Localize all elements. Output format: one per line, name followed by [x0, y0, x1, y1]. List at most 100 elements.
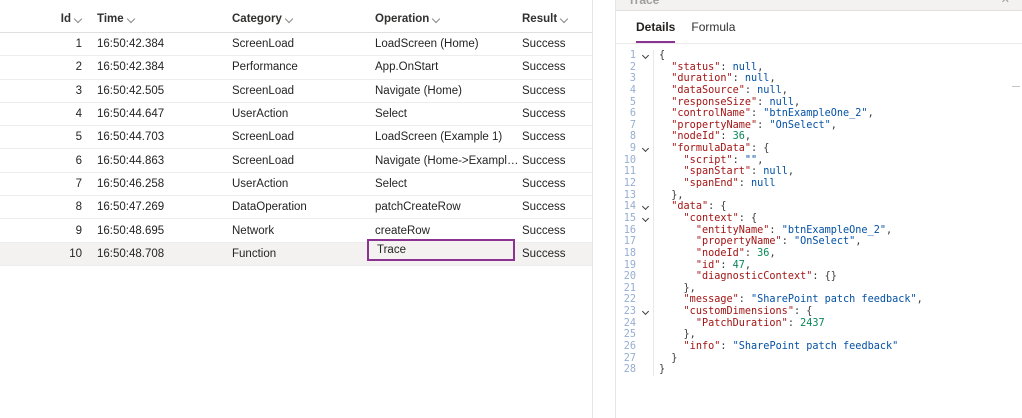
- cell-result[interactable]: Success: [522, 247, 566, 260]
- chevron-down-icon[interactable]: [128, 15, 135, 22]
- cell-id[interactable]: 7: [75, 177, 82, 190]
- cell-time[interactable]: 16:50:48.708: [97, 247, 165, 260]
- table-row[interactable]: 10 16:50:48.708 Function TraceTraceSuccess: [0, 238, 592, 266]
- json-code: "data": {: [653, 201, 1022, 213]
- cell-result[interactable]: Success: [522, 201, 566, 214]
- json-line-number: 22: [623, 294, 636, 306]
- cell-id[interactable]: 8: [75, 201, 82, 214]
- cell-result[interactable]: Success: [522, 131, 566, 144]
- cell-result[interactable]: Success: [522, 108, 566, 121]
- cell-operation[interactable]: createRow: [375, 224, 430, 237]
- table-row[interactable]: 4 16:50:44.647 UserAction Select Success: [0, 103, 592, 127]
- json-token-p: ,: [885, 224, 893, 236]
- json-token-k: "status": [671, 61, 721, 73]
- cell-id[interactable]: 5: [75, 131, 82, 144]
- cell-operation[interactable]: patchCreateRow: [375, 201, 461, 214]
- column-header-operation[interactable]: Operation: [375, 13, 522, 25]
- cell-operation[interactable]: Select: [375, 108, 407, 121]
- cell-id[interactable]: 3: [75, 84, 82, 97]
- table-row[interactable]: 3 16:50:42.505 ScreenLoad Navigate (Home) Su…: [0, 80, 592, 103]
- table-row[interactable]: 1 16:50:42.384 ScreenLoad LoadScreen (Home)…: [0, 33, 592, 57]
- cell-time[interactable]: 16:50:48.695: [97, 224, 165, 237]
- json-code: "customDimensions": {: [653, 306, 1022, 318]
- cell-id[interactable]: 1: [75, 38, 82, 51]
- cell-id[interactable]: 10: [69, 247, 82, 260]
- column-header-time[interactable]: Time: [82, 13, 232, 25]
- cell-operation[interactable]: App.OnStart: [375, 61, 439, 74]
- selected-cell-operation[interactable]: Trace: [367, 238, 515, 261]
- cell-result[interactable]: Success: [522, 154, 566, 167]
- cell-operation[interactable]: Navigate (Home): [375, 84, 462, 97]
- json-token-k: "diagnosticContext": [695, 271, 813, 283]
- chevron-down-icon[interactable]: [433, 15, 440, 22]
- cell-category[interactable]: ScreenLoad: [232, 131, 295, 144]
- chevron-down-icon[interactable]: [561, 15, 568, 22]
- cell-time[interactable]: 16:50:42.384: [97, 38, 165, 51]
- cell-result[interactable]: Success: [522, 224, 566, 237]
- close-icon[interactable]: ✕: [1000, 0, 1010, 6]
- tab-formula[interactable]: Formula: [691, 11, 735, 44]
- cell-time[interactable]: 16:50:44.703: [97, 131, 165, 144]
- cell-operation[interactable]: LoadScreen (Home): [375, 38, 479, 51]
- pane-splitter[interactable]: [593, 0, 615, 418]
- cell-time[interactable]: 16:50:42.384: [97, 61, 165, 74]
- cell-result[interactable]: Success: [522, 177, 566, 190]
- json-token-k: "dataSource": [671, 84, 745, 96]
- json-code: {: [653, 50, 1022, 62]
- cell-operation[interactable]: TraceTrace: [367, 238, 522, 261]
- json-token-p: ,: [787, 166, 794, 178]
- cell-category[interactable]: UserAction: [232, 177, 289, 190]
- json-viewer[interactable]: 1{2 "status": null,3 "duration": null,4 …: [616, 44, 1022, 418]
- cell-category[interactable]: UserAction: [232, 108, 289, 121]
- cell-time[interactable]: 16:50:47.269: [97, 201, 165, 214]
- tab-details[interactable]: Details: [636, 11, 676, 44]
- json-line: 16 "entityName": "btnExampleOne_2",: [616, 224, 1022, 237]
- table-row[interactable]: 9 16:50:48.695 Network createRow Success: [0, 219, 592, 243]
- table-row[interactable]: 2 16:50:42.384 Performance App.OnStart Succe…: [0, 56, 592, 80]
- json-scrollbar[interactable]: [1012, 86, 1020, 87]
- cell-time[interactable]: 16:50:42.505: [97, 84, 165, 97]
- cell-time[interactable]: 16:50:44.863: [97, 154, 165, 167]
- json-token-p: {: [659, 50, 666, 61]
- json-line: 4 "dataSource": null,: [616, 84, 1022, 97]
- json-code: "spanEnd": null: [653, 178, 1022, 190]
- column-header-id[interactable]: Id: [26, 13, 82, 25]
- cell-category[interactable]: Function: [232, 247, 277, 260]
- cell-category[interactable]: Performance: [232, 61, 298, 74]
- table-row[interactable]: 7 16:50:46.258 UserAction Select Success: [0, 173, 592, 197]
- table-row[interactable]: 6 16:50:44.863 ScreenLoad Navigate (Home->E…: [0, 149, 592, 173]
- cell-operation[interactable]: Navigate (Home->Exampl…: [375, 154, 519, 167]
- json-code: "formulaData": {: [653, 143, 1022, 155]
- cell-id[interactable]: 9: [75, 224, 82, 237]
- column-header-category[interactable]: Category: [232, 13, 375, 25]
- cell-category[interactable]: Network: [232, 224, 275, 237]
- json-token-p: : {: [738, 212, 758, 224]
- cell-time[interactable]: 16:50:46.258: [97, 177, 165, 190]
- json-line: 9 "formulaData": {: [616, 143, 1022, 155]
- cell-id[interactable]: 2: [75, 61, 82, 74]
- cell-category[interactable]: DataOperation: [232, 201, 307, 214]
- json-token-s: "btnExampleOne_2": [781, 224, 886, 236]
- cell-category[interactable]: ScreenLoad: [232, 154, 295, 167]
- table-row[interactable]: 8 16:50:47.269 DataOperation patchCreateRow…: [0, 196, 592, 220]
- cell-id[interactable]: 6: [75, 154, 82, 167]
- cell-operation[interactable]: LoadScreen (Example 1): [375, 131, 503, 144]
- json-token-k: "id": [695, 259, 721, 271]
- cell-category[interactable]: ScreenLoad: [232, 84, 295, 97]
- chevron-down-icon[interactable]: [75, 15, 82, 22]
- cell-category[interactable]: ScreenLoad: [232, 38, 295, 51]
- cell-id[interactable]: 4: [75, 108, 82, 121]
- json-token-n: 47: [732, 259, 745, 271]
- cell-result[interactable]: Success: [522, 84, 566, 97]
- cell-time[interactable]: 16:50:44.647: [97, 108, 165, 121]
- table-row[interactable]: 5 16:50:44.703 ScreenLoad LoadScreen (Examp…: [0, 126, 592, 150]
- json-line: 8 "nodeId": 36,: [616, 131, 1022, 144]
- column-header-result[interactable]: Result: [522, 13, 588, 25]
- json-code: "status": null,: [653, 61, 1022, 74]
- cell-result[interactable]: Success: [522, 61, 566, 74]
- cell-result[interactable]: Success: [522, 38, 566, 51]
- chevron-down-icon[interactable]: [286, 15, 293, 22]
- json-code: "diagnosticContext": {}: [653, 271, 1022, 283]
- json-token-p: ,: [867, 108, 874, 120]
- cell-operation[interactable]: Select: [375, 177, 407, 190]
